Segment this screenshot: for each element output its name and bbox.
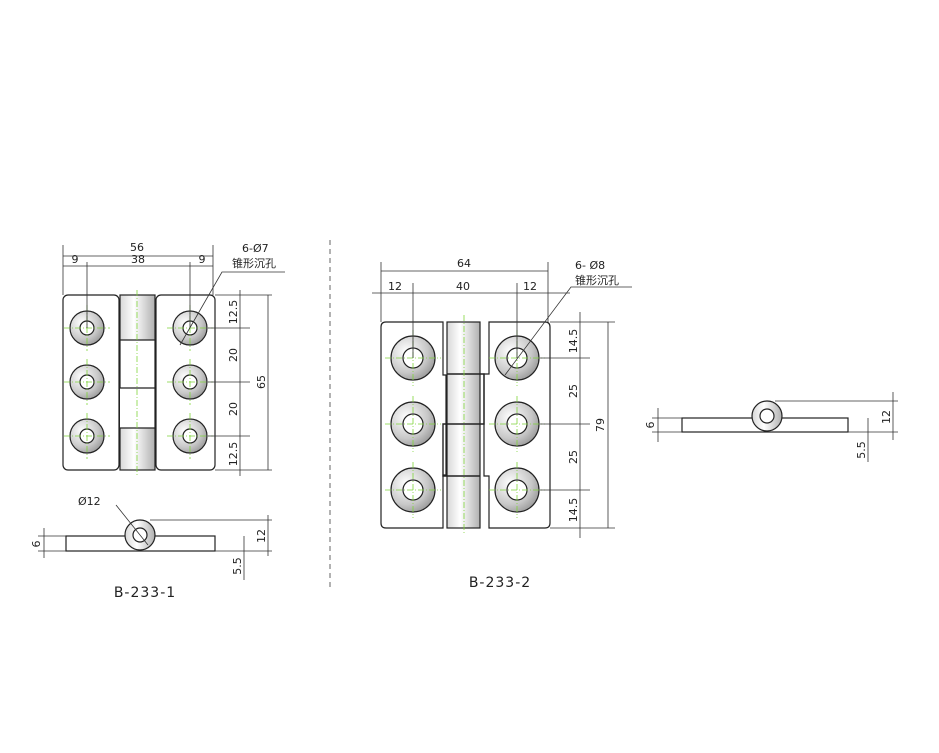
countersunk-hole	[489, 396, 545, 452]
dim-thickness: 6	[30, 541, 43, 548]
dim-v4: 12.5	[227, 442, 240, 467]
b233-2-side-view: 6 12 5.5	[644, 392, 898, 462]
countersunk-hole	[64, 413, 110, 459]
dim-height: 65	[255, 375, 268, 389]
dim-v1: 14.5	[567, 329, 580, 354]
dim-height: 79	[594, 418, 607, 432]
dim-offset: 5.5	[855, 441, 868, 459]
countersunk-hole	[385, 396, 441, 452]
b233-2-front-view	[380, 315, 551, 535]
dim-v2: 25	[567, 384, 580, 398]
dim-v2: 20	[227, 348, 240, 362]
dim-offset: 5.5	[231, 557, 244, 575]
dim-edge-left: 9	[72, 253, 79, 266]
b233-1-front-view	[62, 290, 216, 476]
dim-v3: 20	[227, 402, 240, 416]
countersunk-hole	[489, 462, 545, 518]
model-label-2: B-233-2	[469, 575, 531, 591]
dim-edge-right: 12	[523, 280, 537, 293]
countersunk-hole	[64, 359, 110, 405]
model-label-1: B-233-1	[114, 585, 176, 601]
dim-edge-right: 9	[199, 253, 206, 266]
dim-total-height: 12	[880, 410, 893, 424]
hole-type: 锥形沉孔	[232, 257, 276, 270]
b233-1-side-view: Ø12 6 12 5.5	[30, 495, 272, 580]
hole-callout: 6-Ø7	[242, 242, 269, 255]
dim-total-height: 12	[255, 529, 268, 543]
countersunk-hole	[167, 359, 213, 405]
dim-knuckle-dia: Ø12	[78, 495, 101, 508]
dim-hole-span: 40	[456, 280, 470, 293]
dim-width: 64	[457, 257, 471, 270]
hole-callout: 6- Ø8	[575, 259, 605, 272]
dim-v3: 25	[567, 450, 580, 464]
dim-edge-left: 12	[388, 280, 402, 293]
countersunk-hole	[167, 413, 213, 459]
countersunk-hole	[385, 462, 441, 518]
dim-hole-span: 38	[131, 253, 145, 266]
dim-width: 56	[130, 241, 144, 254]
b233-1-dimensions: 56 9 38 9 12.5 20 20 12.5 65 6-Ø7 锥形沉孔	[62, 241, 285, 476]
hole-type: 锥形沉孔	[575, 274, 619, 287]
b233-2-dimensions: 64 12 40 12 14.5 25 25 14.5 79 6- Ø8 锥形沉…	[372, 257, 632, 538]
dim-thickness: 6	[644, 422, 657, 429]
dim-v1: 12.5	[227, 300, 240, 325]
dim-v4: 14.5	[567, 498, 580, 523]
